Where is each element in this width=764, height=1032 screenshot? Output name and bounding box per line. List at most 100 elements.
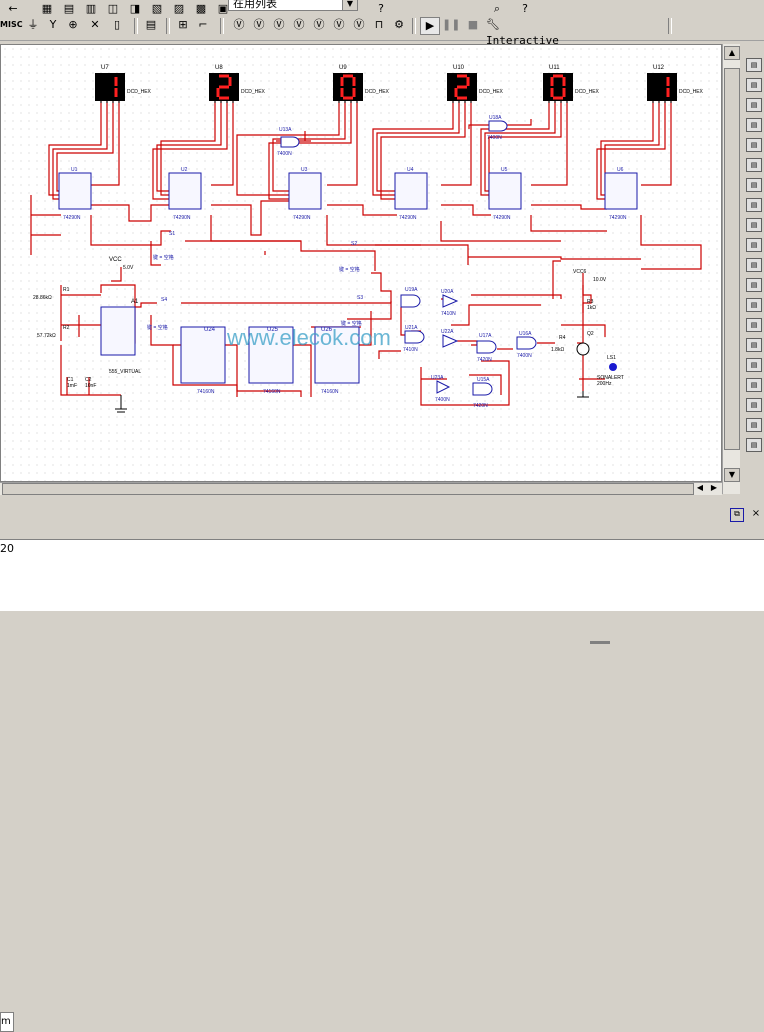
network-instrument-icon[interactable]: ▤ [746,298,762,312]
scroll-right-icon[interactable]: ▶ [710,483,718,492]
antenna-icon[interactable]: Y [49,18,57,31]
search-icon[interactable]: ⌕ [493,2,501,15]
electromechanical-icon[interactable]: ✕ [90,18,100,31]
u17a-gate[interactable] [476,340,497,354]
horizontal-scroll-thumb[interactable] [2,483,694,495]
bode-instrument-icon[interactable]: ▤ [746,158,762,172]
logic-converter-instrument-icon[interactable]: ▤ [746,238,762,252]
component-basic-icon[interactable]: ▤ [63,2,75,15]
distortion-instrument-icon[interactable]: ▤ [746,78,762,92]
component-analog-icon[interactable]: ◨ [129,2,141,15]
function-generator-icon[interactable]: Ⓥ [273,18,285,31]
settings-gear-icon[interactable]: ⚙ [394,18,404,31]
agilent-fg-instrument-icon[interactable]: ▤ [746,318,762,332]
bus-icon[interactable]: ▤ [145,18,157,31]
u20a-inverter[interactable] [442,294,459,308]
four-channel-instrument-icon[interactable]: ▤ [746,138,762,152]
u22a-inverter[interactable] [442,334,459,348]
u16a-gate[interactable] [516,336,537,350]
u18a-gate[interactable] [488,120,508,132]
wattmeter-instrument-icon[interactable]: ▤ [746,98,762,112]
vertical-scrollbar[interactable]: ▲ ▼ [722,44,740,494]
question-icon[interactable]: ? [522,2,528,15]
word-generator-icon[interactable]: Ⓥ [353,18,365,31]
agilent-mm-instrument-icon[interactable]: ▤ [746,338,762,352]
logic-analyzer-icon[interactable]: ⊓ [374,18,384,31]
u13a-label: U13A [279,127,292,133]
component-mixed-icon[interactable]: ▩ [195,2,207,15]
close-panel-icon[interactable]: × [751,508,761,519]
counter-body [288,172,322,210]
stop-button[interactable]: ■ [467,18,479,31]
step-icon[interactable]: ⌐ [198,18,208,31]
tektronix-instrument-icon[interactable]: ▤ [746,378,762,392]
u25-chip[interactable] [248,326,294,384]
component-indicator-icon[interactable]: ▣ [217,2,229,15]
a1-chip[interactable] [100,306,136,356]
output-tab[interactable]: m [0,1012,14,1032]
u13a-gate[interactable] [280,136,300,148]
component-cmos-icon[interactable]: ▨ [173,2,185,15]
component-source-icon[interactable]: ▦ [41,2,53,15]
spectrum-instrument-icon[interactable]: ▤ [746,278,762,292]
u26-chip[interactable] [314,326,360,384]
horizontal-scrollbar[interactable]: ◀ ▶ [0,482,722,495]
q2-transistor[interactable] [576,342,590,356]
wattmeter-icon[interactable]: Ⓥ [293,18,305,31]
counter-instrument-icon[interactable]: ▤ [746,178,762,192]
rf-icon[interactable]: ⊕ [68,18,78,31]
help-icon[interactable]: ? [378,2,384,15]
u15a-gate[interactable] [472,382,493,396]
agilent-scope-instrument-icon[interactable]: ▤ [746,358,762,372]
iv-analyzer-instrument-icon[interactable]: ▤ [746,258,762,272]
component-diode-icon[interactable]: ▥ [85,2,97,15]
bode-plotter-icon[interactable]: Ⓥ [333,18,345,31]
probe-instrument-icon[interactable]: ▤ [746,438,762,452]
in-use-list-combo[interactable]: 在用列表 ▼ [228,0,358,11]
misc-button[interactable]: MISC [0,20,23,29]
ground-icon[interactable]: ⏚ [27,18,39,31]
component-ttl-icon[interactable]: ▧ [151,2,163,15]
u21a-gate[interactable] [404,330,425,344]
scroll-down-icon[interactable]: ▼ [724,468,740,482]
oscilloscope-icon[interactable]: Ⓥ [313,18,325,31]
hierarchy-icon[interactable]: ⊞ [178,18,188,31]
ammeter-icon[interactable]: Ⓥ [253,18,265,31]
component-transistor-icon[interactable]: ◫ [107,2,119,15]
logic-analyzer-instrument-icon[interactable]: ▤ [746,218,762,232]
multimeter-icon[interactable]: Ⓥ [233,18,245,31]
chevron-down-icon[interactable]: ▼ [342,0,357,10]
u23a-inverter[interactable] [436,380,451,394]
pause-button[interactable]: ❚❚ [442,18,461,31]
u19a-nand[interactable] [400,294,421,308]
oscilloscope-instrument-icon[interactable]: ▤ [746,118,762,132]
current-probe-instrument-icon[interactable]: ▤ [746,418,762,432]
multimeter-instrument-icon[interactable]: ▤ [746,58,762,72]
labview-instrument-icon[interactable]: ▤ [746,398,762,412]
interactive-button[interactable]: 🔧︎Interactive [486,17,566,47]
restore-panel-icon[interactable]: ⧉ [730,508,744,522]
u24-chip[interactable] [180,326,226,384]
word-gen-instrument-icon[interactable]: ▤ [746,198,762,212]
vertical-scroll-thumb[interactable] [724,68,740,450]
scroll-left-icon[interactable]: ◀ [696,483,704,492]
back-arrow-icon[interactable]: ← [8,2,18,15]
run-button[interactable]: ▶ [420,17,440,35]
display-body [647,73,677,101]
scroll-up-icon[interactable]: ▲ [724,46,740,60]
power-icon[interactable]: ▯ [113,18,121,31]
ls1-speaker[interactable] [609,363,617,371]
